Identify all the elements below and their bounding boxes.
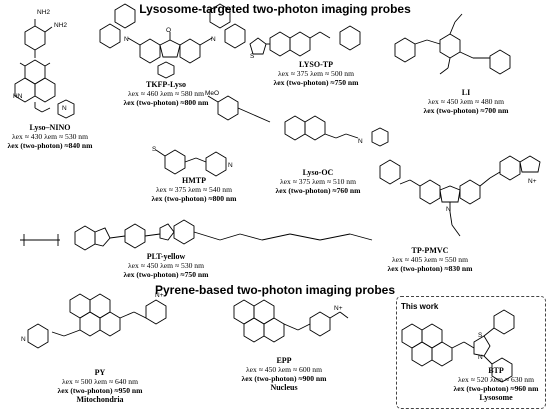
ex-plt-yellow: λex ≈ 450 (127, 261, 159, 270)
ex-py: λex ≈ 500 (61, 377, 93, 386)
structure-btp (401, 309, 515, 383)
caption-epp: EPP λex ≈ 450 λem ≈ 600 nm λex (two-phot… (236, 356, 332, 392)
ex-lyso-nino: λex ≈ 430 (11, 132, 43, 141)
label-n-pmvc: N (446, 206, 451, 213)
caption-btp: BTP λex ≈ 520 λem ≈ 630 nm λex (two-phot… (448, 366, 544, 402)
probe-name-li: LI (461, 88, 471, 97)
tp-tp-pmvc: λex (two-photon) ≈830 nm (387, 264, 473, 273)
structure-plt-yellow (20, 219, 373, 251)
this-work-label: This work (401, 302, 439, 311)
tp-lyso-oc: λex (two-photon) ≈760 nm (275, 186, 361, 195)
structure-py (27, 293, 167, 349)
tp-lyso-nino: λex (two-photon) ≈840 nm (7, 141, 93, 150)
ex-hmtp: λex ≈ 375 (155, 185, 187, 194)
structure-li (394, 13, 511, 75)
tp-li: λex (two-photon) ≈700 nm (423, 106, 509, 115)
label-nplus-epp: N+ (334, 305, 343, 312)
label-o-tkfp: O (166, 27, 172, 34)
structure-tkfp-lyso (99, 3, 246, 79)
organelle-py: Mitochondria (76, 395, 124, 404)
em-hmtp: λem ≈ 540 nm (188, 185, 233, 194)
label-nh2-a: NH2 (37, 9, 51, 16)
label-nplus-py: N+ (155, 292, 164, 299)
caption-py: PY λex ≈ 500 λem ≈ 640 nm λex (two-photo… (52, 368, 148, 404)
structure-hmtp (155, 149, 227, 177)
em-lyso-nino: λem ≈ 530 nm (44, 132, 89, 141)
ex-lyso-oc: λex ≈ 375 (279, 177, 311, 186)
ex-btp: λex ≈ 520 (457, 375, 489, 384)
em-tp-pmvc: λem ≈ 550 nm (424, 255, 469, 264)
probe-name-tkfp-lyso: TKFP-Lyso (145, 80, 186, 89)
structure-lyso-oc (207, 95, 389, 147)
em-tkfp-lyso: λem ≈ 580 nm (160, 89, 205, 98)
label-n-py: N (21, 336, 26, 343)
top-section-title: Lysosome-targeted two-photon imaging pro… (139, 2, 411, 16)
label-s-btp: S (478, 332, 483, 339)
caption-lyso-tp: LYSO-TP λex ≈ 375 λem ≈ 500 nm λex (two-… (268, 60, 364, 87)
caption-tkfp-lyso: TKFP-Lyso λex ≈ 460 λem ≈ 580 nm λex (tw… (118, 80, 214, 107)
tp-py: λex (two-photon) ≈950 nm (57, 386, 143, 395)
probe-name-plt-yellow: PLT-yellow (146, 252, 186, 261)
probe-name-btp: BTP (488, 366, 504, 375)
label-s-hmtp: S (152, 146, 157, 153)
tp-epp: λex (two-photon) ≈900 nm (241, 374, 327, 383)
probe-name-py: PY (94, 368, 106, 377)
label-n-morph: N (62, 105, 67, 112)
tp-hmtp: λex (two-photon) ≈800 nm (151, 194, 237, 203)
caption-li: LI λex ≈ 450 λem ≈ 480 nm λex (two-photo… (418, 88, 514, 115)
this-work-box (396, 296, 546, 409)
bottom-section-title: Pyrene-based two-photon imaging probes (154, 283, 396, 297)
em-plt-yellow: λem ≈ 530 nm (160, 261, 205, 270)
em-btp: λem ≈ 630 nm (490, 375, 535, 384)
label-s-lysotp: S (250, 53, 255, 60)
label-n-tkfp-a: N (124, 36, 129, 43)
probe-name-tp-pmvc: TP-PMVC (411, 246, 449, 255)
probe-name-lyso-nino: Lyso–NINO (29, 123, 71, 132)
tp-lyso-tp: λex (two-photon) ≈750 nm (273, 78, 359, 87)
label-hn: HN (13, 93, 23, 100)
em-epp: λem ≈ 600 nm (278, 365, 323, 374)
structure-tp-pmvc (379, 155, 541, 237)
caption-plt-yellow: PLT-yellow λex ≈ 450 λem ≈ 530 nm λex (t… (118, 252, 214, 279)
em-lyso-tp: λem ≈ 500 nm (310, 69, 355, 78)
structure-lyso-nino (14, 19, 75, 119)
label-n-hmtp: N (228, 162, 233, 169)
structure-epp (233, 299, 349, 343)
caption-lyso-nino: Lyso–NINO λex ≈ 430 λem ≈ 530 nm λex (tw… (4, 123, 96, 150)
ex-tp-pmvc: λex ≈ 405 (391, 255, 423, 264)
ex-li: λex ≈ 450 (427, 97, 459, 106)
tp-tkfp-lyso: λex (two-photon) ≈800 nm (123, 98, 209, 107)
caption-hmtp: HMTP λex ≈ 375 λem ≈ 540 nm λex (two-pho… (146, 176, 242, 203)
label-meo: MeO (205, 90, 220, 97)
tp-btp: λex (two-photon) ≈960 nm (453, 384, 539, 393)
caption-lyso-oc: Lyso-OC λex ≈ 375 λem ≈ 510 nm λex (two-… (270, 168, 366, 195)
em-py: λem ≈ 640 nm (94, 377, 139, 386)
probe-name-lyso-tp: LYSO-TP (299, 60, 333, 69)
label-nh2-b: NH2 (54, 22, 68, 29)
structure-lyso-tp (249, 25, 361, 57)
em-lyso-oc: λem ≈ 510 nm (312, 177, 357, 186)
probe-name-epp: EPP (276, 356, 292, 365)
label-n-lysooc: N (358, 138, 363, 145)
caption-tp-pmvc: TP-PMVC λex ≈ 405 λem ≈ 550 nm λex (two-… (382, 246, 478, 273)
label-n-tkfp-b: N (211, 36, 216, 43)
ex-lyso-tp: λex ≈ 375 (277, 69, 309, 78)
label-nplus-pmvc: N+ (528, 178, 537, 185)
organelle-btp: Lysosome (479, 393, 513, 402)
em-li: λem ≈ 480 nm (460, 97, 505, 106)
label-n-btp: N (478, 354, 483, 361)
organelle-epp: Nucleus (270, 383, 298, 392)
probe-name-hmtp: HMTP (182, 176, 206, 185)
probe-name-lyso-oc: Lyso-OC (302, 168, 334, 177)
tp-plt-yellow: λex (two-photon) ≈750 nm (123, 270, 209, 279)
ex-tkfp-lyso: λex ≈ 460 (127, 89, 159, 98)
ex-epp: λex ≈ 450 (245, 365, 277, 374)
